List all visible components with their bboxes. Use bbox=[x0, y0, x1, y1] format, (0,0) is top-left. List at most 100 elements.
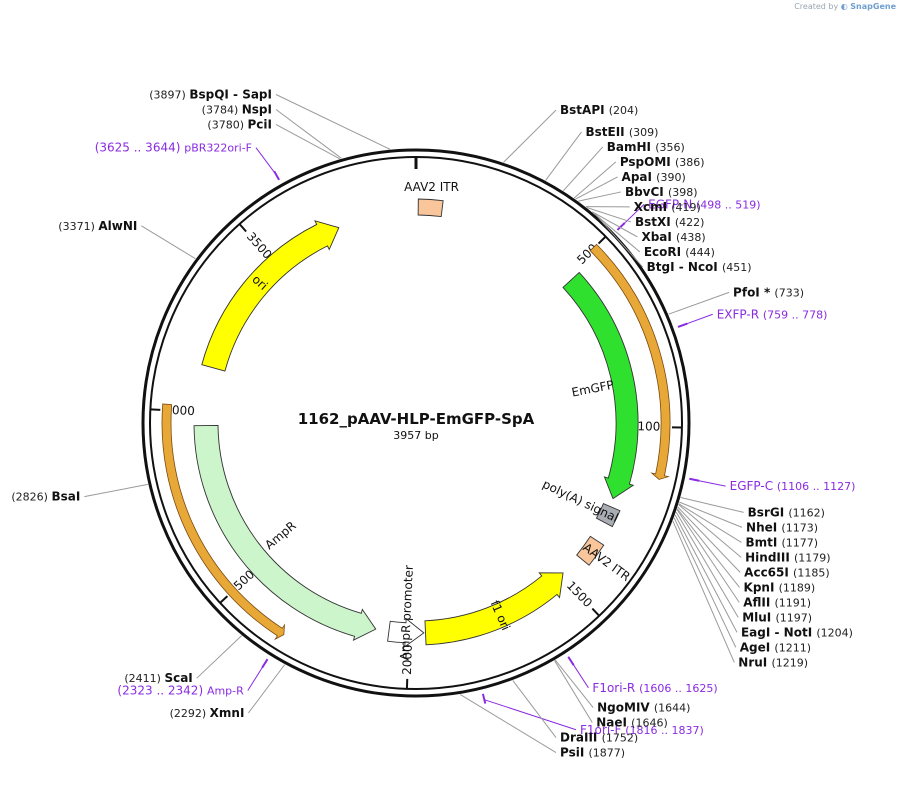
site-leader-acc65i-1185 bbox=[677, 506, 741, 573]
site-leader-naei-1646 bbox=[554, 660, 593, 723]
site-pos-scai-2411: (2411) bbox=[124, 672, 164, 685]
site-name-bamhi-356: BamHI bbox=[607, 140, 655, 154]
site-pos-naei-1646: (1646) bbox=[631, 717, 668, 730]
site-name-pcii-3780: PciI bbox=[248, 117, 273, 131]
site-label-nspi-3784: (3784) NspI bbox=[202, 102, 272, 116]
feature-ampr bbox=[193, 424, 377, 642]
site-name-btgi-ncoi-451: BtgI - NcoI bbox=[647, 260, 722, 274]
tick-mark-3500 bbox=[238, 223, 247, 233]
backbone-outer-strand bbox=[141, 148, 691, 698]
site-pos-nspi-3784: (3784) bbox=[202, 103, 242, 116]
site-pos-bmti-1177: (1177) bbox=[781, 536, 818, 549]
credit-brand: SnapGene bbox=[850, 2, 896, 11]
site-label-nhei-1173: NheI (1173) bbox=[746, 520, 818, 534]
primer-name-f1ori-f: F1ori-F bbox=[580, 723, 625, 737]
site-leader-ngomiv-1644 bbox=[554, 659, 594, 708]
primer-label-egfp-n: EGFP-N (498 .. 519) bbox=[648, 197, 760, 211]
site-name-hindiii-1179: HindIII bbox=[745, 550, 794, 564]
primer-name-egfp-c: EGFP-C bbox=[730, 479, 777, 493]
site-label-apai-390: ApaI (390) bbox=[622, 170, 686, 184]
site-leader-xmni-2292 bbox=[248, 664, 286, 714]
site-pos-nrui-1219: (1219) bbox=[771, 656, 808, 669]
site-label-aflii-1191: AflII (1191) bbox=[743, 595, 811, 609]
site-name-bstapi-204: BstAPI bbox=[560, 103, 609, 117]
site-pos-draiii-1752: (1752) bbox=[602, 732, 639, 745]
site-pos-xcmi-419: (419) bbox=[671, 201, 701, 214]
primer-leader-exfp-r bbox=[683, 313, 713, 326]
site-pos-aflii-1191: (1191) bbox=[775, 596, 812, 609]
site-leader-draiii-1752 bbox=[512, 680, 557, 738]
tick-mark-1500 bbox=[591, 607, 600, 617]
site-leader-scai-2411 bbox=[196, 635, 242, 679]
site-name-xcmi-419: XcmI bbox=[634, 200, 672, 214]
primer-range-egfp-c: (1106 .. 1127) bbox=[777, 480, 856, 493]
site-name-bstxi-422: BstXI bbox=[635, 215, 675, 229]
site-label-agei-1211: AgeI (1211) bbox=[740, 640, 811, 654]
primer-leader-amp-r bbox=[247, 664, 265, 691]
site-pos-bamhi-356: (356) bbox=[655, 141, 685, 154]
feature-label-ampr-promoter: AmpR promoter bbox=[398, 565, 416, 661]
site-leader-eagi-noti-1204 bbox=[674, 514, 738, 633]
site-label-kpni-1189: KpnI (1189) bbox=[744, 580, 816, 594]
site-label-xcmi-419: XcmI (419) bbox=[634, 200, 701, 214]
feature-label-aav2-itr: AAV2 ITR bbox=[404, 180, 459, 194]
site-pos-pspomi-386: (386) bbox=[675, 156, 705, 169]
site-name-bspqi-sapi-3897: BspQI - SapI bbox=[189, 87, 272, 101]
site-name-bsai-2826: BsaI bbox=[51, 490, 80, 504]
site-label-pcii-3780: (3780) PciI bbox=[207, 117, 272, 131]
site-label-bsteii-309: BstEII (309) bbox=[585, 125, 658, 139]
site-leader-alwni-3371 bbox=[141, 225, 196, 260]
primer-leader-f1ori-r bbox=[571, 661, 589, 689]
site-leader-bbvci-398 bbox=[578, 191, 622, 202]
primer-range-f1ori-f: (1816 .. 1837) bbox=[625, 724, 704, 737]
feature-ampr-promoter bbox=[387, 617, 425, 648]
site-pos-pfoi-733: (733) bbox=[774, 286, 804, 299]
site-pos-bstxi-422: (422) bbox=[675, 216, 705, 229]
primer-label-amp-r: (2323 .. 2342) Amp-R bbox=[117, 684, 244, 698]
tick-label-2000: 2000 bbox=[400, 644, 415, 675]
site-pos-psii-1877: (1877) bbox=[588, 747, 625, 760]
primer-leader-f1ori-f bbox=[484, 699, 577, 731]
site-pos-acc65i-1185: (1185) bbox=[793, 566, 830, 579]
site-leader-agei-1211 bbox=[673, 517, 737, 648]
site-name-nspi-3784: NspI bbox=[242, 102, 272, 116]
site-leader-psii-1877 bbox=[459, 694, 557, 753]
site-label-xbai-438: XbaI (438) bbox=[641, 230, 705, 244]
site-name-ngomiv-1644: NgoMIV bbox=[597, 701, 654, 715]
site-label-eagi-noti-1204: EagI - NotI (1204) bbox=[741, 625, 853, 639]
site-name-scai-2411: ScaI bbox=[164, 671, 192, 685]
site-label-naei-1646: NaeI (1646) bbox=[596, 716, 668, 730]
feature-aav2-itr bbox=[417, 198, 444, 218]
primer-range-exfp-r: (759 .. 778) bbox=[763, 308, 828, 321]
site-leader-ecori-444 bbox=[593, 213, 641, 253]
site-pos-mlui-1197: (1197) bbox=[775, 611, 812, 624]
site-label-acc65i-1185: Acc65I (1185) bbox=[744, 565, 829, 579]
site-label-pspomi-386: PspOMI (386) bbox=[620, 155, 705, 169]
site-label-hindiii-1179: HindIII (1179) bbox=[745, 550, 830, 564]
site-pos-hindiii-1179: (1179) bbox=[794, 551, 831, 564]
primer-label-pbr322ori-f: (3625 .. 3644) pBR322ori-F bbox=[95, 141, 252, 155]
site-leader-pfoi-733 bbox=[668, 291, 730, 315]
primers-group: (3625 .. 3644) pBR322ori-F EGFP-N (498 ..… bbox=[95, 141, 856, 737]
site-name-draiii-1752: DraIII bbox=[560, 731, 602, 745]
site-leader-pspomi-386 bbox=[573, 161, 617, 199]
site-label-mlui-1197: MluI (1197) bbox=[742, 610, 812, 624]
site-name-kpni-1189: KpnI bbox=[744, 580, 779, 594]
site-name-aflii-1191: AflII bbox=[743, 595, 774, 609]
site-leader-bspqi-sapi-3897 bbox=[275, 94, 391, 150]
site-label-psii-1877: PsiI (1877) bbox=[560, 746, 625, 760]
site-pos-alwni-3371: (3371) bbox=[58, 220, 98, 233]
site-name-agei-1211: AgeI bbox=[740, 640, 775, 654]
site-leader-bamhi-356 bbox=[562, 146, 604, 192]
site-leader-btgi-ncoi-451 bbox=[596, 215, 644, 268]
site-name-acc65i-1185: Acc65I bbox=[744, 565, 793, 579]
feature-ori bbox=[201, 220, 340, 372]
snapgene-logo-icon: ◐ bbox=[840, 2, 848, 11]
site-label-nrui-1219: NruI (1219) bbox=[738, 655, 808, 669]
site-label-bspqi-sapi-3897: (3897) BspQI - SapI bbox=[149, 87, 272, 101]
site-pos-btgi-ncoi-451: (451) bbox=[722, 261, 752, 274]
feature-emgfp bbox=[562, 271, 639, 500]
feature-f1-ori bbox=[424, 572, 564, 646]
